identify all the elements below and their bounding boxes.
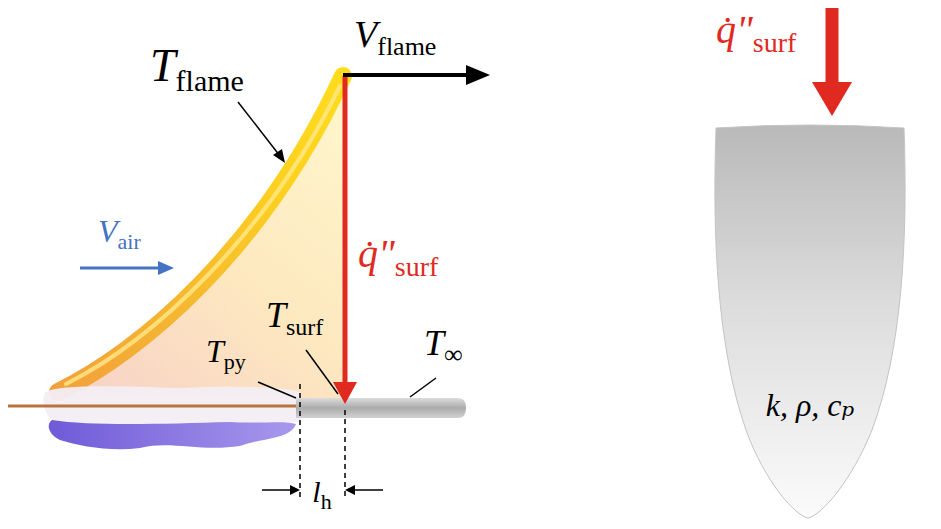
length-label: lh (312, 474, 331, 515)
temperature-label: T∞ (424, 322, 463, 370)
burnt-fuel-line (8, 405, 300, 408)
flame-sheet (58, 76, 343, 392)
solid-outline (712, 120, 908, 520)
flame-sheet-highlight (66, 86, 340, 384)
dimension-arrow (353, 489, 383, 491)
heat-flux-arrowhead (812, 82, 852, 116)
leader-line (238, 102, 280, 156)
temperature-label: Tpy (206, 332, 246, 375)
dashed-marker (344, 410, 346, 500)
char-underside (49, 420, 296, 449)
dimension-arrowhead (345, 485, 355, 495)
property-label: k, ρ, cₚ (766, 386, 855, 424)
dashed-marker (299, 384, 301, 500)
heat-flux-arrow (826, 8, 839, 86)
solid-body: k, ρ, cₚ (712, 120, 908, 520)
velocity-label: Vflame (354, 12, 436, 63)
flame-body (58, 76, 343, 398)
heat-flux-label: q̇"surf (358, 230, 438, 283)
leader-line (410, 378, 436, 397)
leader-line (258, 382, 296, 398)
temperature-label: Tflame (150, 38, 244, 99)
fuel-plate (296, 398, 466, 418)
leader-arrowhead (273, 149, 285, 163)
heat-flux-arrow (343, 76, 348, 386)
velocity-label: Vair (98, 212, 141, 255)
temperature-label: Tsurf (266, 294, 323, 342)
dimension-arrow (262, 489, 292, 491)
air-arrowhead (158, 261, 174, 275)
solid-shape (715, 125, 905, 518)
velocity-arrowhead (466, 65, 490, 85)
dimension-arrowhead (290, 485, 300, 495)
heat-flux-label: q̇"surf (716, 6, 796, 59)
leader-line (306, 350, 338, 394)
air-arrow (80, 267, 160, 270)
velocity-arrow (343, 73, 470, 77)
